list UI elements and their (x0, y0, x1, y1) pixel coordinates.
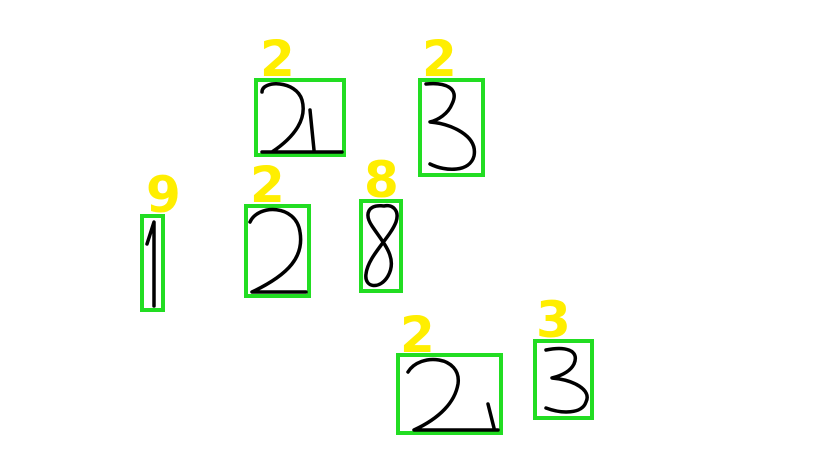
handwritten-digit-stroke (424, 81, 477, 171)
handwritten-digit-stroke (145, 220, 156, 308)
bounding-box (418, 78, 485, 177)
bounding-box (396, 353, 503, 435)
bounding-box (254, 78, 346, 157)
detection-d7 (533, 339, 594, 420)
handwritten-digit-stroke (406, 357, 500, 432)
bounding-box (140, 214, 165, 312)
prediction-label: 2 (422, 30, 457, 88)
prediction-label: 2 (400, 306, 435, 364)
detection-d2 (418, 78, 485, 177)
bounding-box (244, 204, 311, 298)
bounding-box (533, 339, 594, 420)
prediction-label: 9 (146, 166, 181, 224)
handwritten-digit-stroke (248, 207, 308, 294)
detection-d1 (254, 78, 346, 157)
prediction-label: 2 (260, 30, 295, 88)
detection-d4 (244, 204, 311, 298)
handwritten-digit-stroke (544, 346, 589, 414)
prediction-label: 3 (536, 291, 571, 349)
detection-d3 (140, 214, 165, 312)
handwritten-digit-stroke (260, 82, 344, 154)
bounding-box (359, 199, 403, 293)
handwritten-digit-stroke (364, 203, 399, 288)
detection-d5 (359, 199, 403, 293)
prediction-label: 2 (250, 156, 285, 214)
detection-d6 (396, 353, 503, 435)
prediction-label: 8 (364, 151, 399, 209)
